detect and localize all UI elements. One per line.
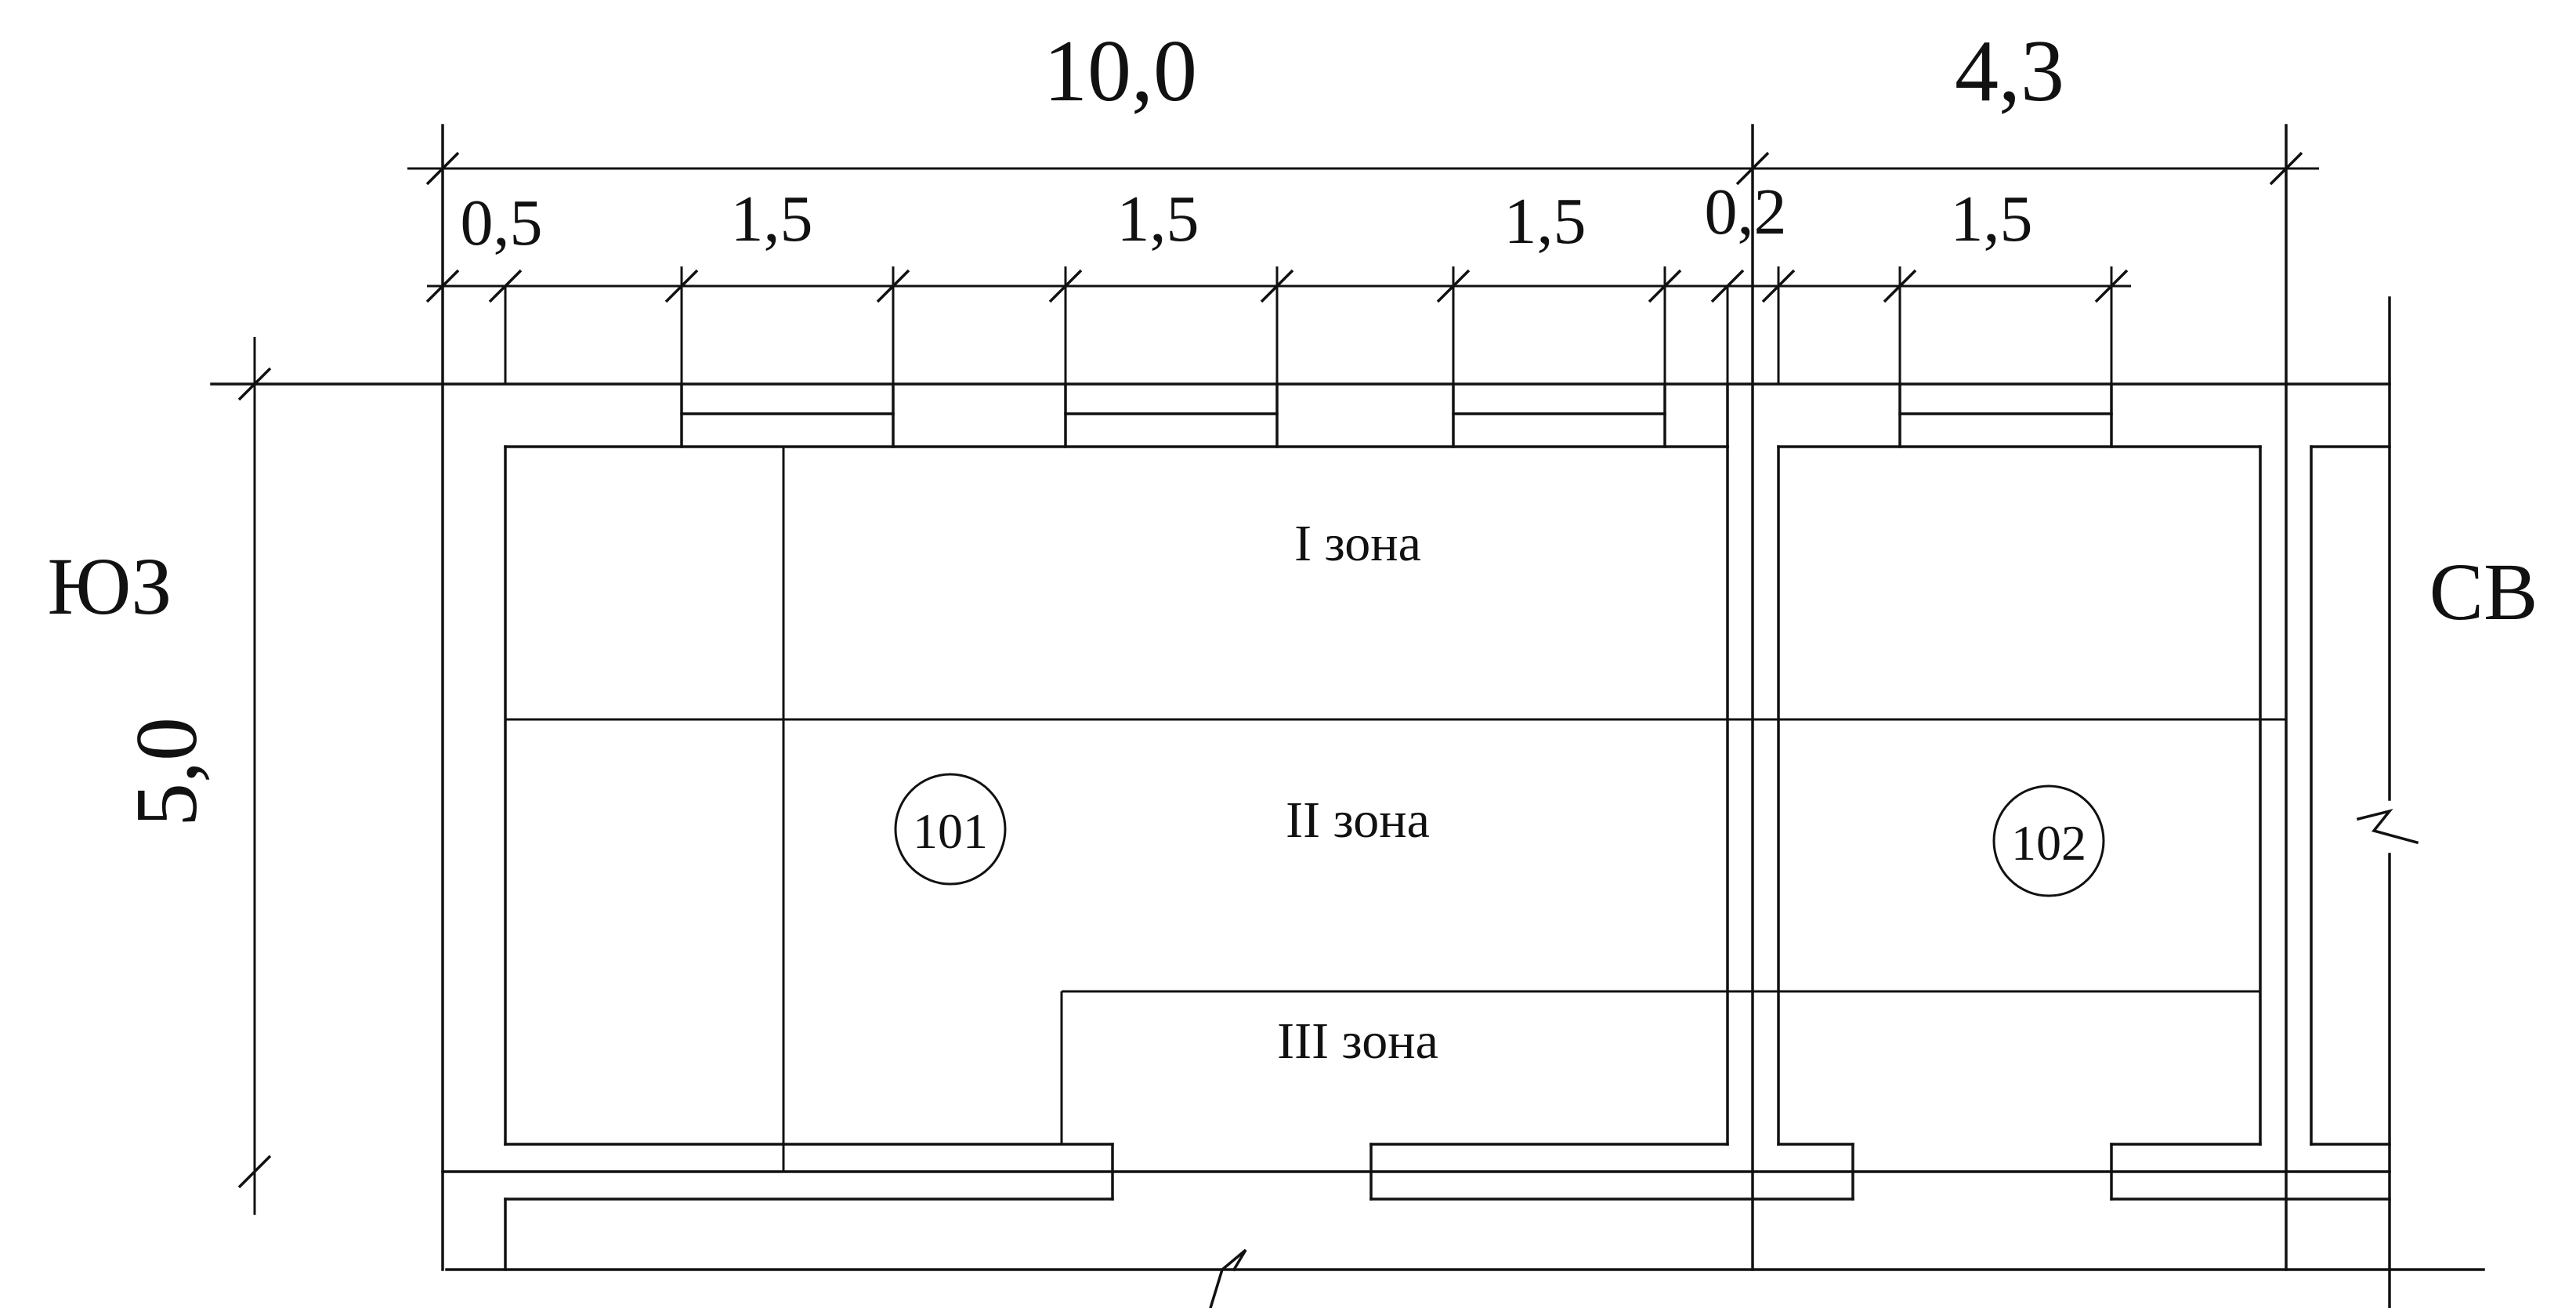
dim-overall-height: 5,0 [118, 717, 215, 827]
zone-label-1: I зона [1294, 515, 1421, 572]
zone-lines [505, 447, 2286, 1172]
room-number-101: 101 [913, 803, 988, 859]
zone-label-3: III зона [1277, 1013, 1438, 1070]
dim-opening-2: 1,5 [731, 183, 813, 255]
room-marker-101 [894, 773, 1007, 886]
orientation-right: СВ [2429, 547, 2538, 637]
walls [210, 124, 2485, 1308]
dim-opening-6: 1,5 [1951, 183, 2033, 255]
dim-opening-1: 0,5 [461, 187, 543, 259]
dim-opening-5: 0,2 [1705, 176, 1787, 248]
dimension-ticks [237, 151, 2303, 1189]
zone-label-2: II зона [1286, 792, 1430, 849]
dim-overall-left: 10,0 [1044, 23, 1197, 120]
dim-overall-right: 4,3 [1955, 23, 2064, 120]
break-marks [1209, 809, 2419, 1308]
room-marker-102 [1992, 784, 2105, 897]
dim-opening-3: 1,5 [1117, 183, 1199, 255]
room-number-102: 102 [2011, 815, 2086, 871]
dim-opening-4: 1,5 [1504, 185, 1586, 258]
orientation-left: ЮЗ [48, 542, 172, 632]
